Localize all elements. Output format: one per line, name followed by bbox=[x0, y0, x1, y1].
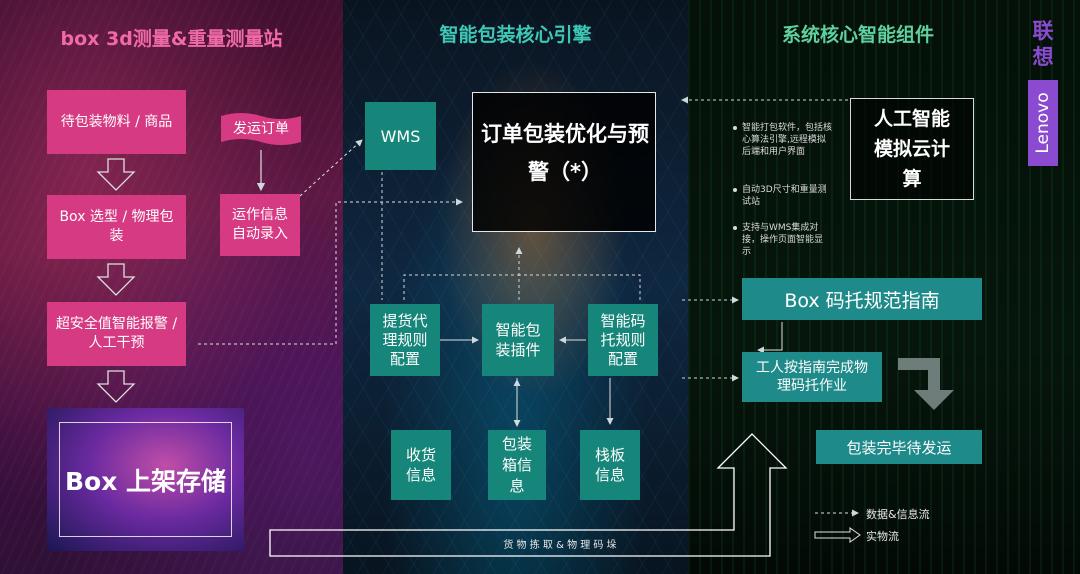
feature-bullet: 智能打包软件，包括核心算法引擎,远程模拟后端和用户界面 bbox=[733, 123, 833, 157]
shipping-order-flag: 发运订单 bbox=[219, 112, 303, 152]
left-column-title: box 3d测量&重量测量站 bbox=[60, 28, 283, 50]
pallet-rule-box: 智能码托规则配置 bbox=[588, 304, 658, 376]
worker-to-ship-arrow bbox=[898, 358, 954, 410]
brand-cn-label: 联想 bbox=[1032, 19, 1054, 69]
middle-column-title: 智能包装核心引擎 bbox=[439, 24, 592, 46]
bottom-flow-label: 货 物 拣 取 & 物 理 码 垛 bbox=[503, 540, 617, 551]
brand-logo: Lenovo bbox=[1028, 80, 1058, 166]
auto-entry-box: 运作信息自动录入 bbox=[220, 194, 300, 256]
storage-label: Box 上架存储 bbox=[59, 422, 232, 537]
rule-pallet-up-line bbox=[519, 274, 641, 300]
worker-box: 工人按指南完成物理码托作业 bbox=[742, 352, 882, 402]
pallet-guide-box: Box 码托规范指南 bbox=[742, 278, 982, 320]
legend-physical-arrow bbox=[814, 527, 861, 543]
optimize-frame: 订单包装优化与预警（*） bbox=[472, 92, 656, 232]
pick-rule-box: 提货代理规则配置 bbox=[370, 304, 440, 376]
feature-bullet: 支持与WMS集成对接，操作页面智能显示 bbox=[733, 222, 830, 258]
storage-panel: Box 上架存储 bbox=[47, 408, 244, 551]
wms-box: WMS bbox=[365, 102, 436, 170]
legend-data-label: 数据&信息流 bbox=[866, 508, 930, 521]
optimize-label: 订单包装优化与预警（*） bbox=[481, 122, 649, 184]
feature-bullet: 自动3D尺寸和重量测试站 bbox=[733, 184, 830, 208]
pallet-info-box: 栈板信息 bbox=[580, 430, 640, 500]
ai-cloud-box: 人工智能模拟云计算 bbox=[850, 98, 974, 200]
entry-to-wms-line bbox=[299, 139, 363, 197]
down-arrow-icon bbox=[96, 263, 136, 296]
right-column-title: 系统核心智能组件 bbox=[781, 24, 934, 46]
receive-info-box: 收货信息 bbox=[391, 430, 451, 500]
ready-to-ship-box: 包装完毕待发运 bbox=[816, 430, 982, 464]
brand-en-label: Lenovo bbox=[1033, 92, 1053, 154]
alarm-to-optimize-line bbox=[198, 198, 463, 345]
step-alarm-box: 超安全值智能报警 / 人工干预 bbox=[47, 302, 186, 366]
box-info-box: 包装箱信息 bbox=[488, 430, 546, 500]
down-arrow-icon bbox=[96, 370, 136, 403]
down-arrow-icon bbox=[96, 158, 136, 191]
legend-physical-label: 实物流 bbox=[866, 530, 899, 543]
step-box-selection-box: Box 选型 / 物理包装 bbox=[47, 195, 186, 259]
rule-pick-up-line bbox=[403, 274, 519, 300]
physical-flow-arrow bbox=[269, 433, 788, 557]
shipping-order-label: 发运订单 bbox=[233, 121, 289, 137]
plugin-box: 智能包装插件 bbox=[482, 304, 554, 376]
step-materials-box: 待包装物料 / 商品 bbox=[47, 90, 186, 154]
flag-shape-icon bbox=[221, 113, 301, 145]
guide-to-worker-arrow bbox=[757, 322, 783, 354]
